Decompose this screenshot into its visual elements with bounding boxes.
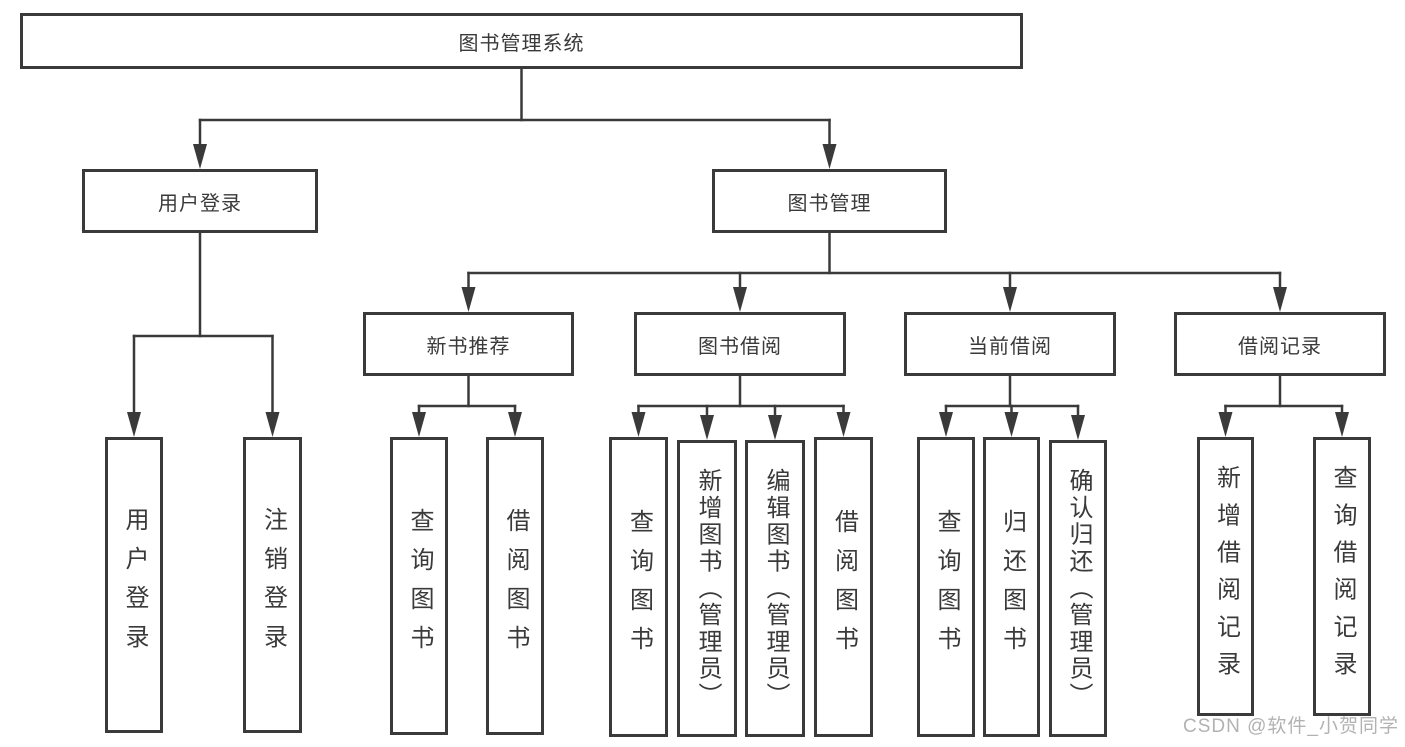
arrowhead-icon (733, 287, 747, 312)
node-borrow-books-1: 借阅图书 (486, 437, 544, 735)
node-book-borrow: 图书借阅 (634, 312, 846, 376)
node-confirm-return: 确认归还（管理员） (1049, 440, 1107, 737)
arrowhead-icon (700, 415, 714, 440)
watermark: CSDN @软件_小贺同学 (1183, 716, 1399, 737)
arrowhead-icon (822, 144, 837, 169)
arrowhead-icon (1273, 287, 1287, 312)
arrowhead-icon (193, 144, 207, 169)
node-current-borrow: 当前借阅 (904, 312, 1116, 376)
node-return-books: 归还图书 (983, 437, 1040, 737)
node-query-books-1: 查询图书 (390, 437, 448, 735)
node-borrow-books-2: 借阅图书 (814, 437, 873, 737)
arrowhead-icon (631, 412, 646, 437)
arrowhead-icon (1003, 287, 1017, 312)
arrowhead-icon (461, 287, 476, 312)
node-borrow-records: 借阅记录 (1174, 312, 1386, 376)
arrowhead-icon (939, 412, 953, 437)
arrowhead-icon (1071, 415, 1085, 440)
node-query-books-2: 查询图书 (609, 437, 668, 737)
arrowhead-icon (1218, 412, 1233, 437)
arrowhead-icon (836, 412, 851, 437)
node-user-login: 用户登录 (82, 169, 318, 233)
arrowhead-icon (127, 412, 141, 437)
node-new-book-rec: 新书推荐 (363, 312, 574, 376)
arrowhead-icon (265, 412, 280, 437)
node-query-borrow-record: 查询借阅记录 (1313, 437, 1371, 716)
arrowhead-icon (412, 412, 426, 437)
node-root: 图书管理系统 (20, 13, 1023, 69)
node-book-mgmt: 图书管理 (712, 169, 947, 233)
node-add-borrow-record: 新增借阅记录 (1197, 437, 1254, 716)
node-edit-books: 编辑图书（管理员） (745, 440, 805, 737)
arrowhead-icon (768, 415, 782, 440)
node-query-books-3: 查询图书 (917, 437, 975, 737)
node-logout: 注销登录 (243, 437, 302, 733)
arrowhead-icon (508, 412, 522, 437)
arrowhead-icon (1335, 412, 1349, 437)
arrowhead-icon (1004, 412, 1019, 437)
node-login: 用户登录 (105, 437, 163, 733)
node-add-books: 新增图书（管理员） (677, 440, 737, 737)
